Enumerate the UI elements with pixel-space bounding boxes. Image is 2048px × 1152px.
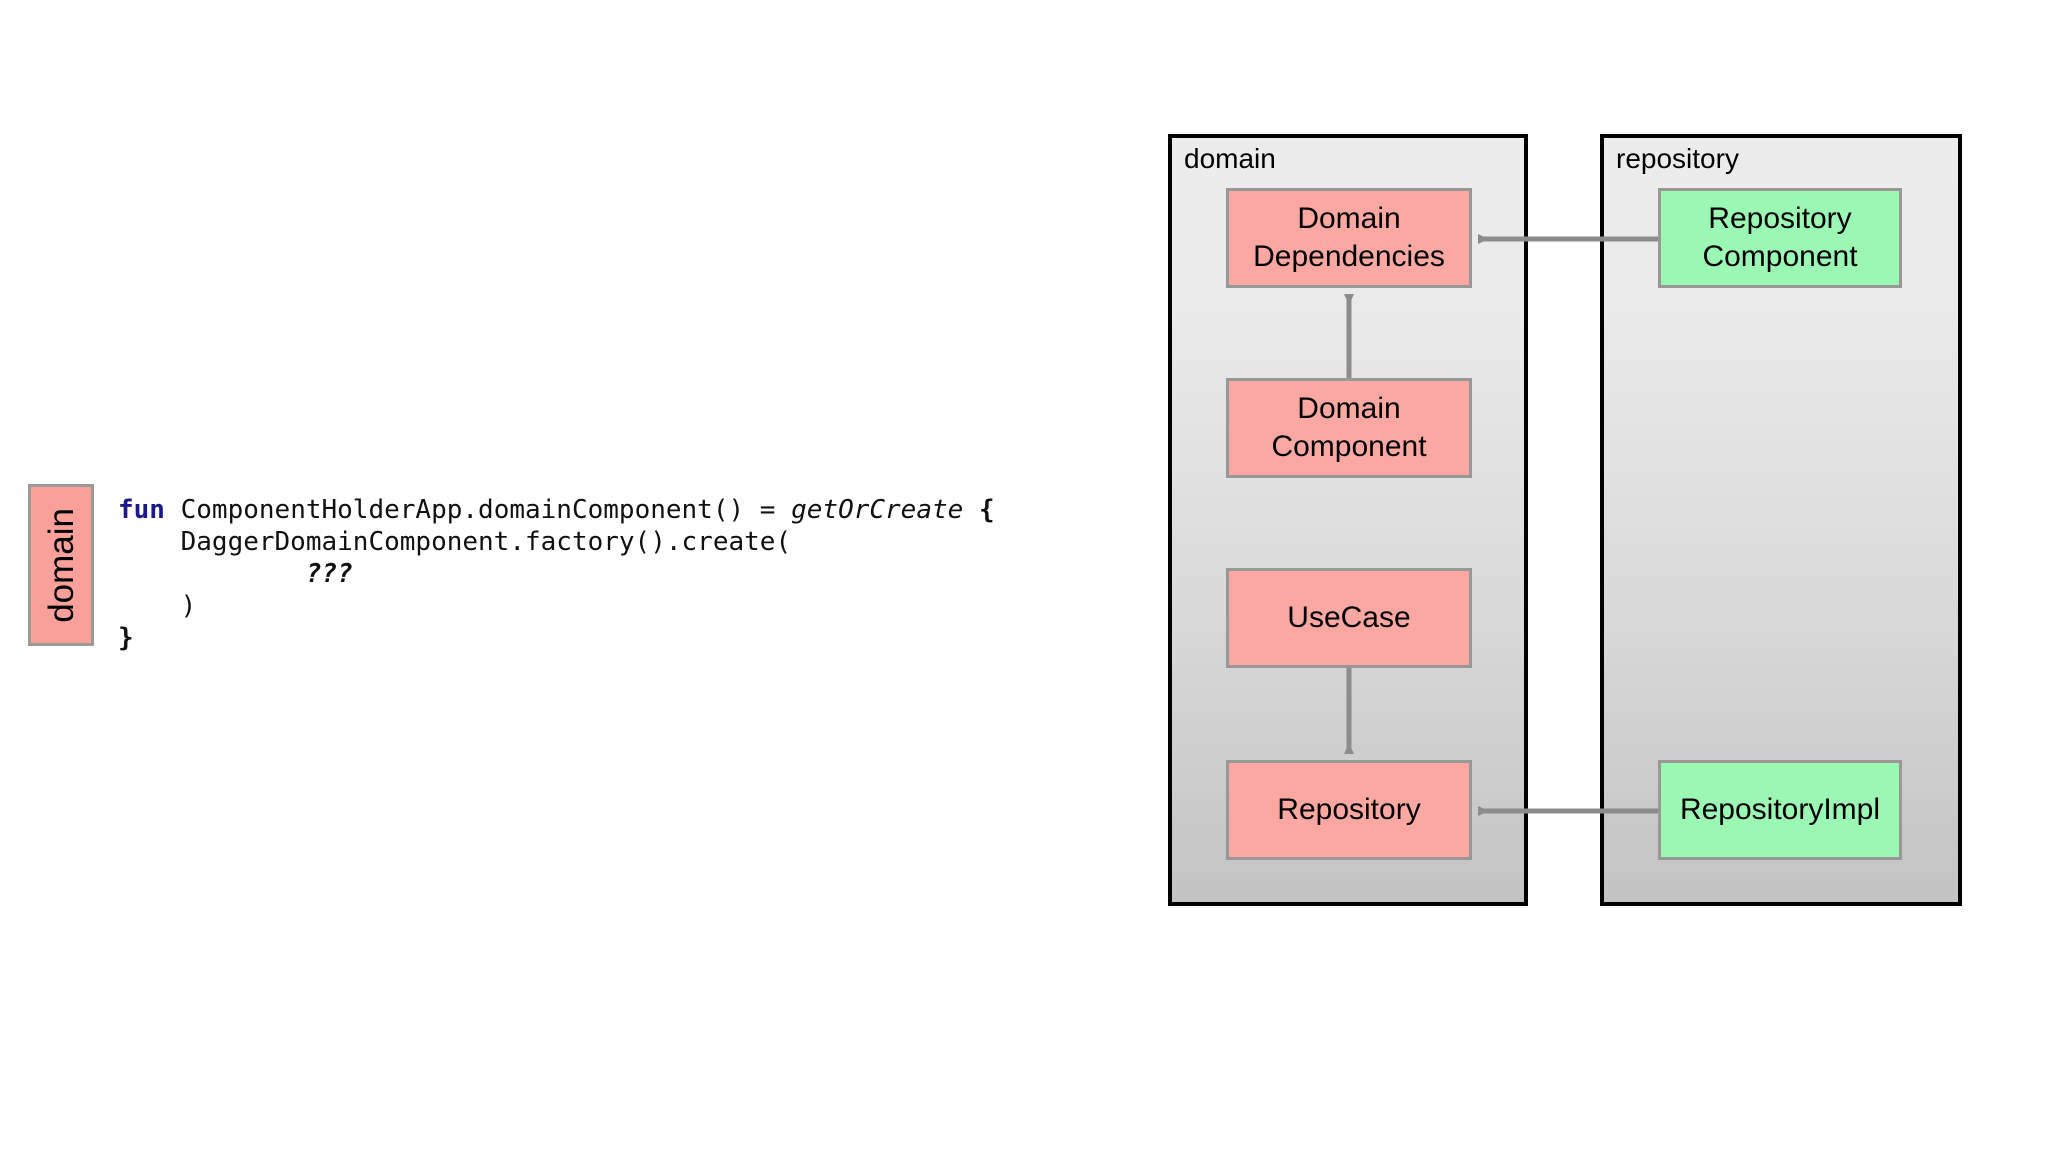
code-line: fun ComponentHolderApp.domainComponent()…: [118, 495, 995, 525]
node-label: Repository: [1277, 793, 1421, 826]
node-repository: Repository: [1226, 760, 1472, 860]
node-label-line2: Dependencies: [1253, 240, 1445, 273]
panel-repository-label: repository: [1616, 143, 1739, 174]
code-token-placeholder: ???: [305, 559, 353, 589]
code-listing: fun ComponentHolderApp.domainComponent()…: [118, 494, 995, 654]
code-token-keyword: fun: [118, 495, 181, 525]
node-label-line1: Repository: [1708, 202, 1852, 235]
node-label: UseCase: [1287, 601, 1411, 634]
code-line: }: [118, 623, 134, 653]
node-label-line2: Component: [1271, 430, 1427, 463]
node-usecase: UseCase: [1226, 568, 1472, 668]
node-label: RepositoryImpl: [1679, 793, 1881, 826]
code-token-brace-close: }: [118, 623, 134, 653]
code-token-plain: ): [118, 591, 197, 621]
code-token-plain: ComponentHolderApp.domainComponent() =: [180, 495, 792, 525]
code-token-brace-open: {: [978, 495, 995, 525]
code-token-plain: DaggerDomainComponent.factory().create(: [118, 527, 792, 557]
node-repository-impl: RepositoryImpl: [1658, 760, 1902, 860]
code-line: ): [118, 591, 197, 621]
node-label-line1: Domain: [1297, 202, 1401, 235]
code-panel: domain fun ComponentHolderApp.domainComp…: [28, 484, 995, 654]
node-label-line1: Domain: [1297, 392, 1401, 425]
node-label-line2: Component: [1702, 240, 1858, 273]
code-token-italic: getOrCreate: [791, 495, 964, 525]
panel-domain-label: domain: [1184, 143, 1276, 174]
code-line: DaggerDomainComponent.factory().create(: [118, 527, 791, 557]
module-badge-domain: domain: [28, 484, 94, 646]
code-line: ???: [118, 559, 353, 589]
